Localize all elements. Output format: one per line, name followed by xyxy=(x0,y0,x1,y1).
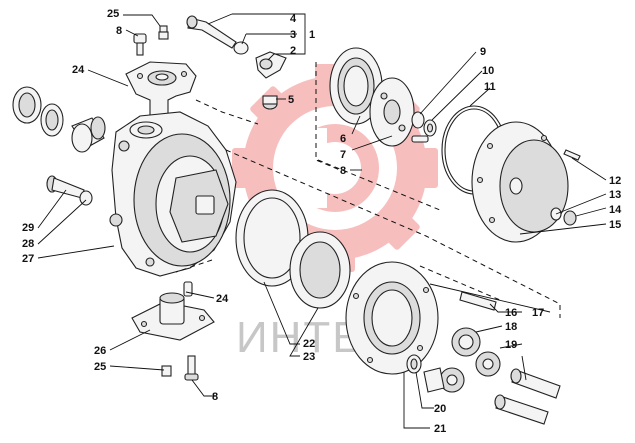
tie-rod-end-parts-1-4 xyxy=(186,15,287,79)
stud-part-16 xyxy=(459,291,497,311)
upper-bracket-part-24 xyxy=(125,61,197,117)
ring-gear-hub-part-17 xyxy=(345,261,439,375)
grease-nipple-part-25-bottom xyxy=(161,365,172,377)
seal-ring-left xyxy=(12,86,42,124)
callout-8-bottom: 8 xyxy=(212,391,218,403)
leader-lines xyxy=(37,13,607,429)
callout-29: 29 xyxy=(22,222,34,234)
callout-28: 28 xyxy=(22,238,34,250)
nut-part-5 xyxy=(262,95,278,110)
callout-16: 16 xyxy=(505,307,517,319)
pin-part-24-bottom xyxy=(183,281,193,297)
callout-23: 23 xyxy=(303,351,315,363)
grease-nipple-part-25-top xyxy=(158,25,169,40)
callout-1: 1 xyxy=(309,29,315,41)
callout-24-bottom: 24 xyxy=(216,293,229,305)
sleeve-left xyxy=(71,116,106,153)
callout-7: 7 xyxy=(340,149,346,161)
callout-24-top: 24 xyxy=(72,64,85,76)
pin-part-near-10 xyxy=(411,135,429,143)
carrier-plate-part-7 xyxy=(369,77,415,147)
callout-5: 5 xyxy=(288,94,294,106)
bushing-left xyxy=(40,103,64,137)
callout-15: 15 xyxy=(609,219,621,231)
callout-13: 13 xyxy=(609,189,621,201)
callout-12: 12 xyxy=(609,175,621,187)
callout-22: 22 xyxy=(303,338,315,350)
plug-part-14 xyxy=(563,210,577,226)
bolt-washer-parts-28-29 xyxy=(46,175,93,206)
callout-2: 2 xyxy=(290,45,296,57)
callout-25-bottom: 25 xyxy=(94,361,106,373)
assembly-guide-lines xyxy=(175,62,561,318)
callout-14: 14 xyxy=(609,204,622,216)
snap-ring-part-10 xyxy=(423,119,437,137)
planet-gear-part-18 xyxy=(439,327,501,393)
callout-19: 19 xyxy=(505,339,517,351)
shaft-part-19 xyxy=(494,368,561,425)
lower-bracket-part-26 xyxy=(131,292,215,341)
bearing-part-6 xyxy=(329,47,383,125)
washer-part-21 xyxy=(406,354,422,374)
callout-10: 10 xyxy=(482,65,494,77)
callout-18: 18 xyxy=(505,321,517,333)
callout-8-middle: 8 xyxy=(340,165,346,177)
callout-20: 20 xyxy=(434,403,446,415)
callout-27: 27 xyxy=(22,253,34,265)
needle-bearing-part-20 xyxy=(423,367,445,393)
bolt-part-8-top xyxy=(133,33,147,56)
screw-part-12 xyxy=(563,149,581,161)
seal-ring-part-22 xyxy=(235,189,309,287)
callout-8-top: 8 xyxy=(116,25,122,37)
washer-part-9 xyxy=(411,111,425,129)
steering-knuckle-housing-part-27 xyxy=(109,111,237,277)
callout-3: 3 xyxy=(290,29,296,41)
bolt-part-8-bottom xyxy=(184,355,199,381)
seal-ring-part-23 xyxy=(289,231,351,309)
callout-11: 11 xyxy=(484,81,496,93)
callout-6: 6 xyxy=(340,133,346,145)
callout-4: 4 xyxy=(290,13,297,25)
callout-25-top: 25 xyxy=(107,8,119,20)
callout-26: 26 xyxy=(94,345,106,357)
callout-21: 21 xyxy=(434,423,446,435)
hub-cover-part-15 xyxy=(471,121,569,243)
callout-9: 9 xyxy=(480,46,486,58)
callout-17: 17 xyxy=(532,307,544,319)
